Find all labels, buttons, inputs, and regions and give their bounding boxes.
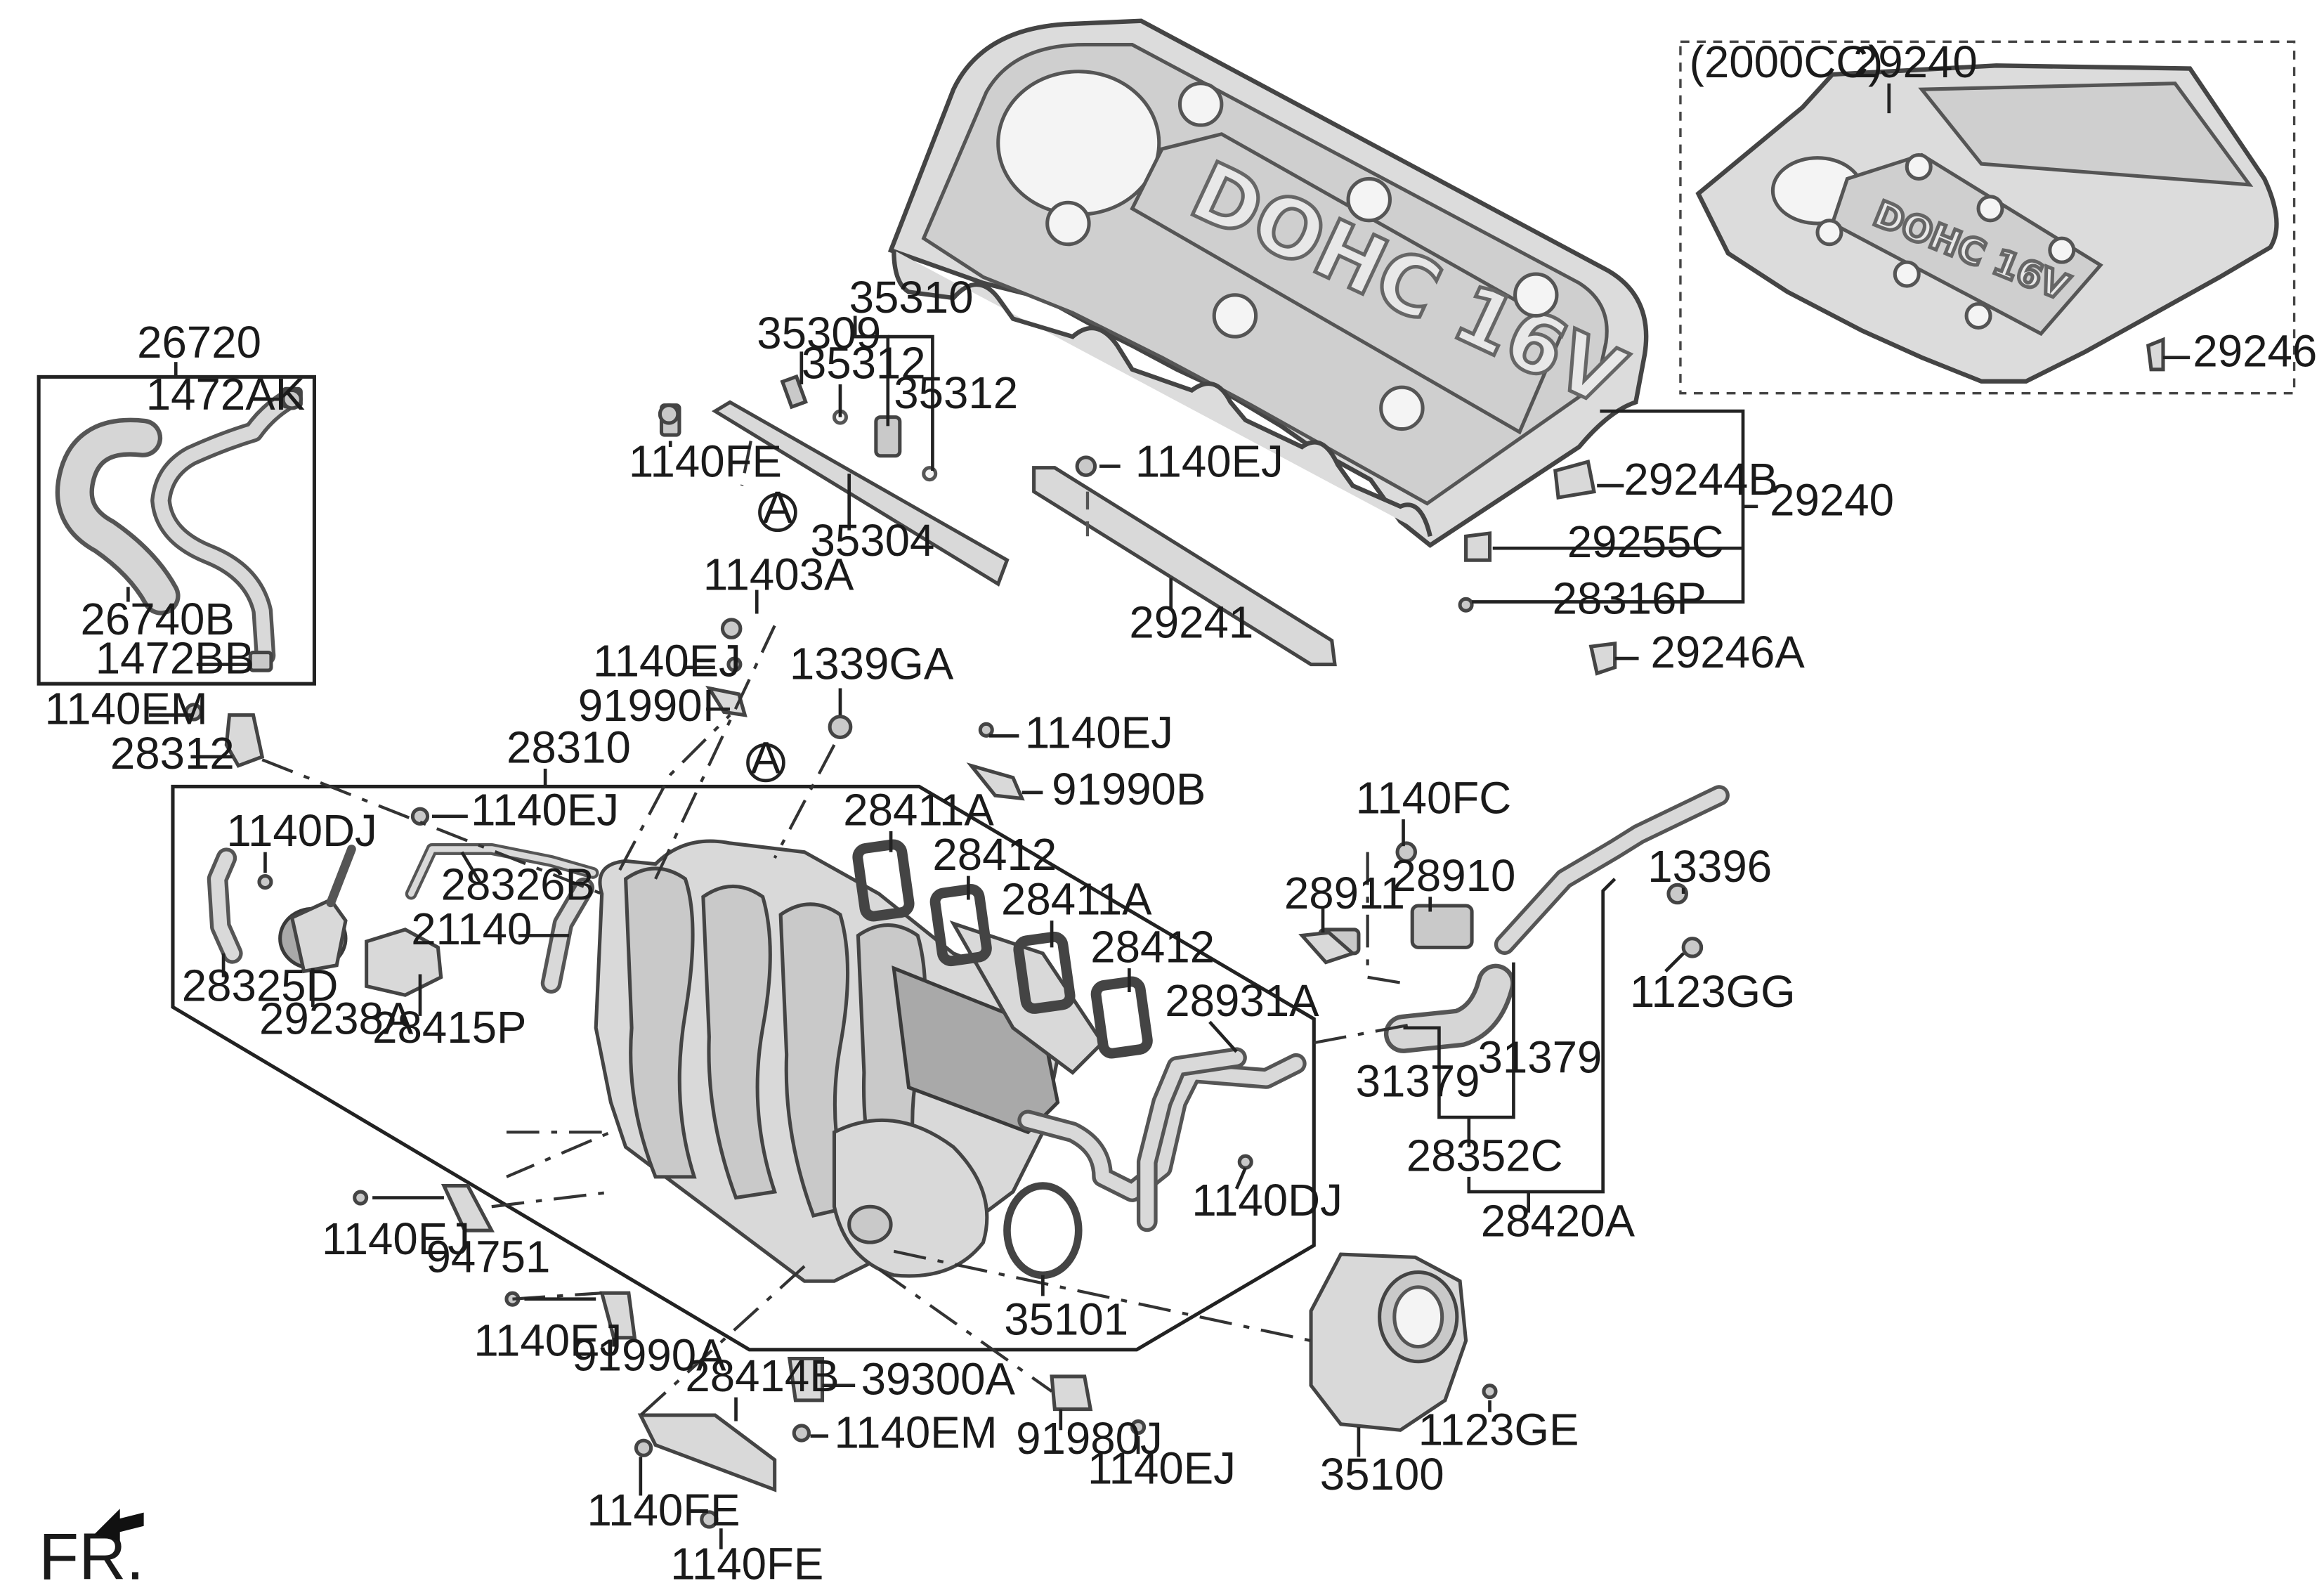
label-28312: 28312 (110, 729, 235, 779)
variant-box (1679, 40, 2296, 395)
label-94751: 94751 (426, 1232, 550, 1282)
label-28412-b: 28412 (1090, 923, 1215, 972)
label-28931A: 28931A (1165, 976, 1319, 1026)
svg-text:A: A (751, 733, 781, 783)
label-29246: 29246 (2193, 327, 2317, 377)
manifold-frame (171, 784, 1316, 1352)
engine-cover-2000cc: DOHC 16V (1679, 40, 2296, 395)
coolant-pipe-28931a (1017, 1047, 1307, 1232)
label-29255C: 29255C (1567, 517, 1724, 567)
label-35312-a: 35312 (802, 339, 926, 389)
label-31379-a: 31379 (1356, 1056, 1480, 1106)
label-28911: 28911 (1284, 868, 1405, 918)
label-35101: 35101 (1004, 1295, 1128, 1345)
label-1140EJ-a: 1140EJ (1135, 436, 1284, 486)
label-91990I: 91990I (578, 681, 715, 731)
label-35100: 35100 (1320, 1450, 1444, 1499)
label-91990A: 91990A (572, 1330, 726, 1380)
label-1140EM-a: 1140EM (45, 684, 208, 734)
label-13396: 13396 (1647, 842, 1772, 892)
label-39300A: 39300A (861, 1354, 1016, 1404)
label-1140EJ-e: 1140EJ (322, 1214, 470, 1264)
label-1140FE-c: 1140FE (670, 1539, 823, 1588)
label-1140DJ-a: 1140DJ (226, 806, 377, 856)
label-1472AK: 1472AK (146, 370, 305, 419)
svg-text:A: A (763, 483, 793, 533)
label-26740B: 26740B (81, 594, 235, 644)
hardware (184, 337, 2165, 1529)
label-1140DJ-b: 1140DJ (1192, 1176, 1343, 1225)
label-28415P: 28415P (372, 1003, 526, 1053)
label-31379-b: 31379 (1478, 1032, 1602, 1082)
label-35312-b: 35312 (894, 368, 1018, 418)
label-29240-alt: 29240 (1853, 37, 1978, 87)
label-35309: 35309 (757, 308, 881, 358)
label-1140EJ-g: 1140EJ (1088, 1444, 1236, 1494)
variant-label: (2000CC) (1690, 37, 1884, 87)
throttle-body-35100 (1309, 1252, 1468, 1432)
label-1123GE: 1123GE (1418, 1405, 1579, 1454)
fuel-rail (659, 374, 1010, 587)
label-1140EJ-b: 1140EJ (593, 637, 741, 686)
label-91990B: 91990B (1052, 764, 1206, 814)
front-direction-indicator: FR. (39, 1509, 144, 1588)
label-1140FE-b: 1140FE (587, 1485, 740, 1535)
label-1140FC: 1140FC (1356, 774, 1512, 824)
label-28412-a: 28412 (932, 830, 1057, 880)
label-29238A: 29238A (259, 994, 414, 1043)
label-28420A: 28420A (1481, 1197, 1636, 1247)
label-1339GA: 1339GA (790, 639, 954, 689)
label-91980J: 91980J (1016, 1414, 1163, 1464)
label-28310: 28310 (507, 722, 631, 772)
label-28414B: 28414B (685, 1351, 839, 1401)
label-28352C: 28352C (1406, 1131, 1563, 1180)
manifold-accessories-left (207, 842, 599, 997)
label-1123GG: 1123GG (1630, 967, 1796, 1017)
label-29246A: 29246A (1651, 627, 1806, 677)
label-1140EJ-c: 1140EJ (1025, 708, 1173, 757)
front-label: FR. (39, 1520, 144, 1588)
label-11403A: 11403A (703, 550, 854, 600)
label-1140EJ-d: 1140EJ (471, 786, 619, 835)
label-35304: 35304 (811, 516, 935, 566)
label-28910: 28910 (1392, 851, 1516, 901)
label-28325D: 28325D (182, 961, 339, 1011)
pcv-hoses (1318, 785, 1730, 1053)
label-29241: 29241 (1129, 597, 1253, 647)
label-1140EJ-f: 1140EJ (474, 1315, 622, 1365)
part-labels: (2000CC) 29240 29246 26720 1472AK 26740B… (45, 37, 2318, 1588)
leader-lines (126, 83, 2191, 1549)
label-28411A-a: 28411A (843, 786, 994, 835)
assembly-lines (261, 441, 1410, 1417)
label-1140FE-a: 1140FE (629, 436, 782, 486)
label-1140EM-b: 1140EM (834, 1408, 997, 1458)
heat-shield-29241 (1032, 466, 1337, 667)
label-28316P: 28316P (1553, 573, 1706, 623)
label-35310: 35310 (849, 273, 974, 323)
front-arrow-icon (93, 1509, 144, 1542)
label-28326B: 28326B (441, 860, 595, 910)
label-29244B: 29244B (1624, 455, 1777, 505)
callout-a-upper: A (758, 483, 797, 533)
label-28411A-b: 28411A (1001, 875, 1152, 925)
label-1472BB: 1472BB (96, 633, 254, 683)
label-21140: 21140 (411, 904, 532, 954)
label-26720: 26720 (137, 318, 261, 367)
label-29240-main: 29240 (1770, 476, 1894, 526)
breather-hose-box (37, 375, 316, 686)
callout-a-lower: A (746, 733, 785, 783)
